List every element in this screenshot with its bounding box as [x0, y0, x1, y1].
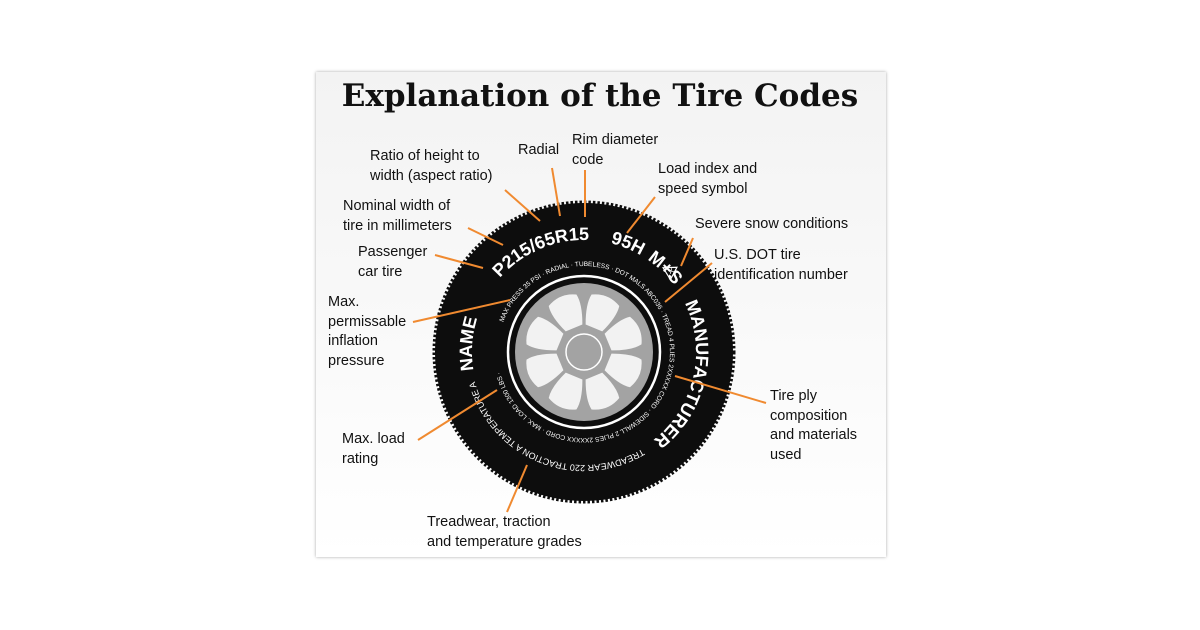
- leader-dot: [664, 262, 713, 303]
- label-max-load: Max. load rating: [342, 431, 405, 467]
- diagram-title: Explanation of the Tire Codes: [341, 78, 859, 114]
- label-radial: Radial: [518, 142, 560, 158]
- label-treadwear: Treadwear, traction and temperature grad…: [427, 514, 582, 550]
- wheel-hole: [526, 353, 564, 388]
- label-max-pressure: Max. permissable inflation pressure: [328, 294, 407, 369]
- mountain-snowflake-icon: [661, 266, 678, 281]
- leader-ply: [674, 375, 767, 404]
- leader-passenger: [434, 254, 484, 269]
- wheel-hole: [604, 353, 642, 388]
- wheel-hub: [565, 333, 603, 371]
- rim-ring: [506, 274, 662, 430]
- leader-max-pressure: [412, 299, 511, 323]
- label-nominal-width: Nominal width of tire in millimeters: [343, 198, 452, 234]
- wheel-hole: [548, 372, 583, 410]
- label-load-index: Load index and speed symbol: [658, 161, 758, 197]
- label-dot: U.S. DOT tire identification number: [714, 247, 848, 283]
- leader-treadwear: [506, 464, 528, 513]
- wheel-hole: [526, 316, 564, 351]
- leader-load-index: [626, 196, 656, 234]
- leader-snow: [680, 237, 694, 267]
- label-severe-snow: Severe snow conditions: [695, 216, 849, 232]
- label-rim-diameter: Rim diameter code: [572, 132, 659, 168]
- label-aspect-ratio: Ratio of height to width (aspect ratio): [370, 148, 493, 184]
- label-passenger: Passenger car tire: [358, 244, 428, 280]
- wheel-holes: [526, 294, 642, 410]
- tire: [432, 200, 736, 504]
- leader-lines: [412, 167, 767, 513]
- leader-radial: [551, 167, 561, 217]
- wheel-hole: [585, 294, 620, 332]
- wheel-hole: [604, 316, 642, 351]
- leader-aspect-ratio: [504, 189, 541, 222]
- leader-max-load: [417, 389, 498, 441]
- wheel-hole: [548, 294, 583, 332]
- wheel-hole: [585, 372, 620, 410]
- leader-nominal-width: [467, 227, 504, 246]
- label-ply: Tire ply composition and materials used: [770, 388, 858, 463]
